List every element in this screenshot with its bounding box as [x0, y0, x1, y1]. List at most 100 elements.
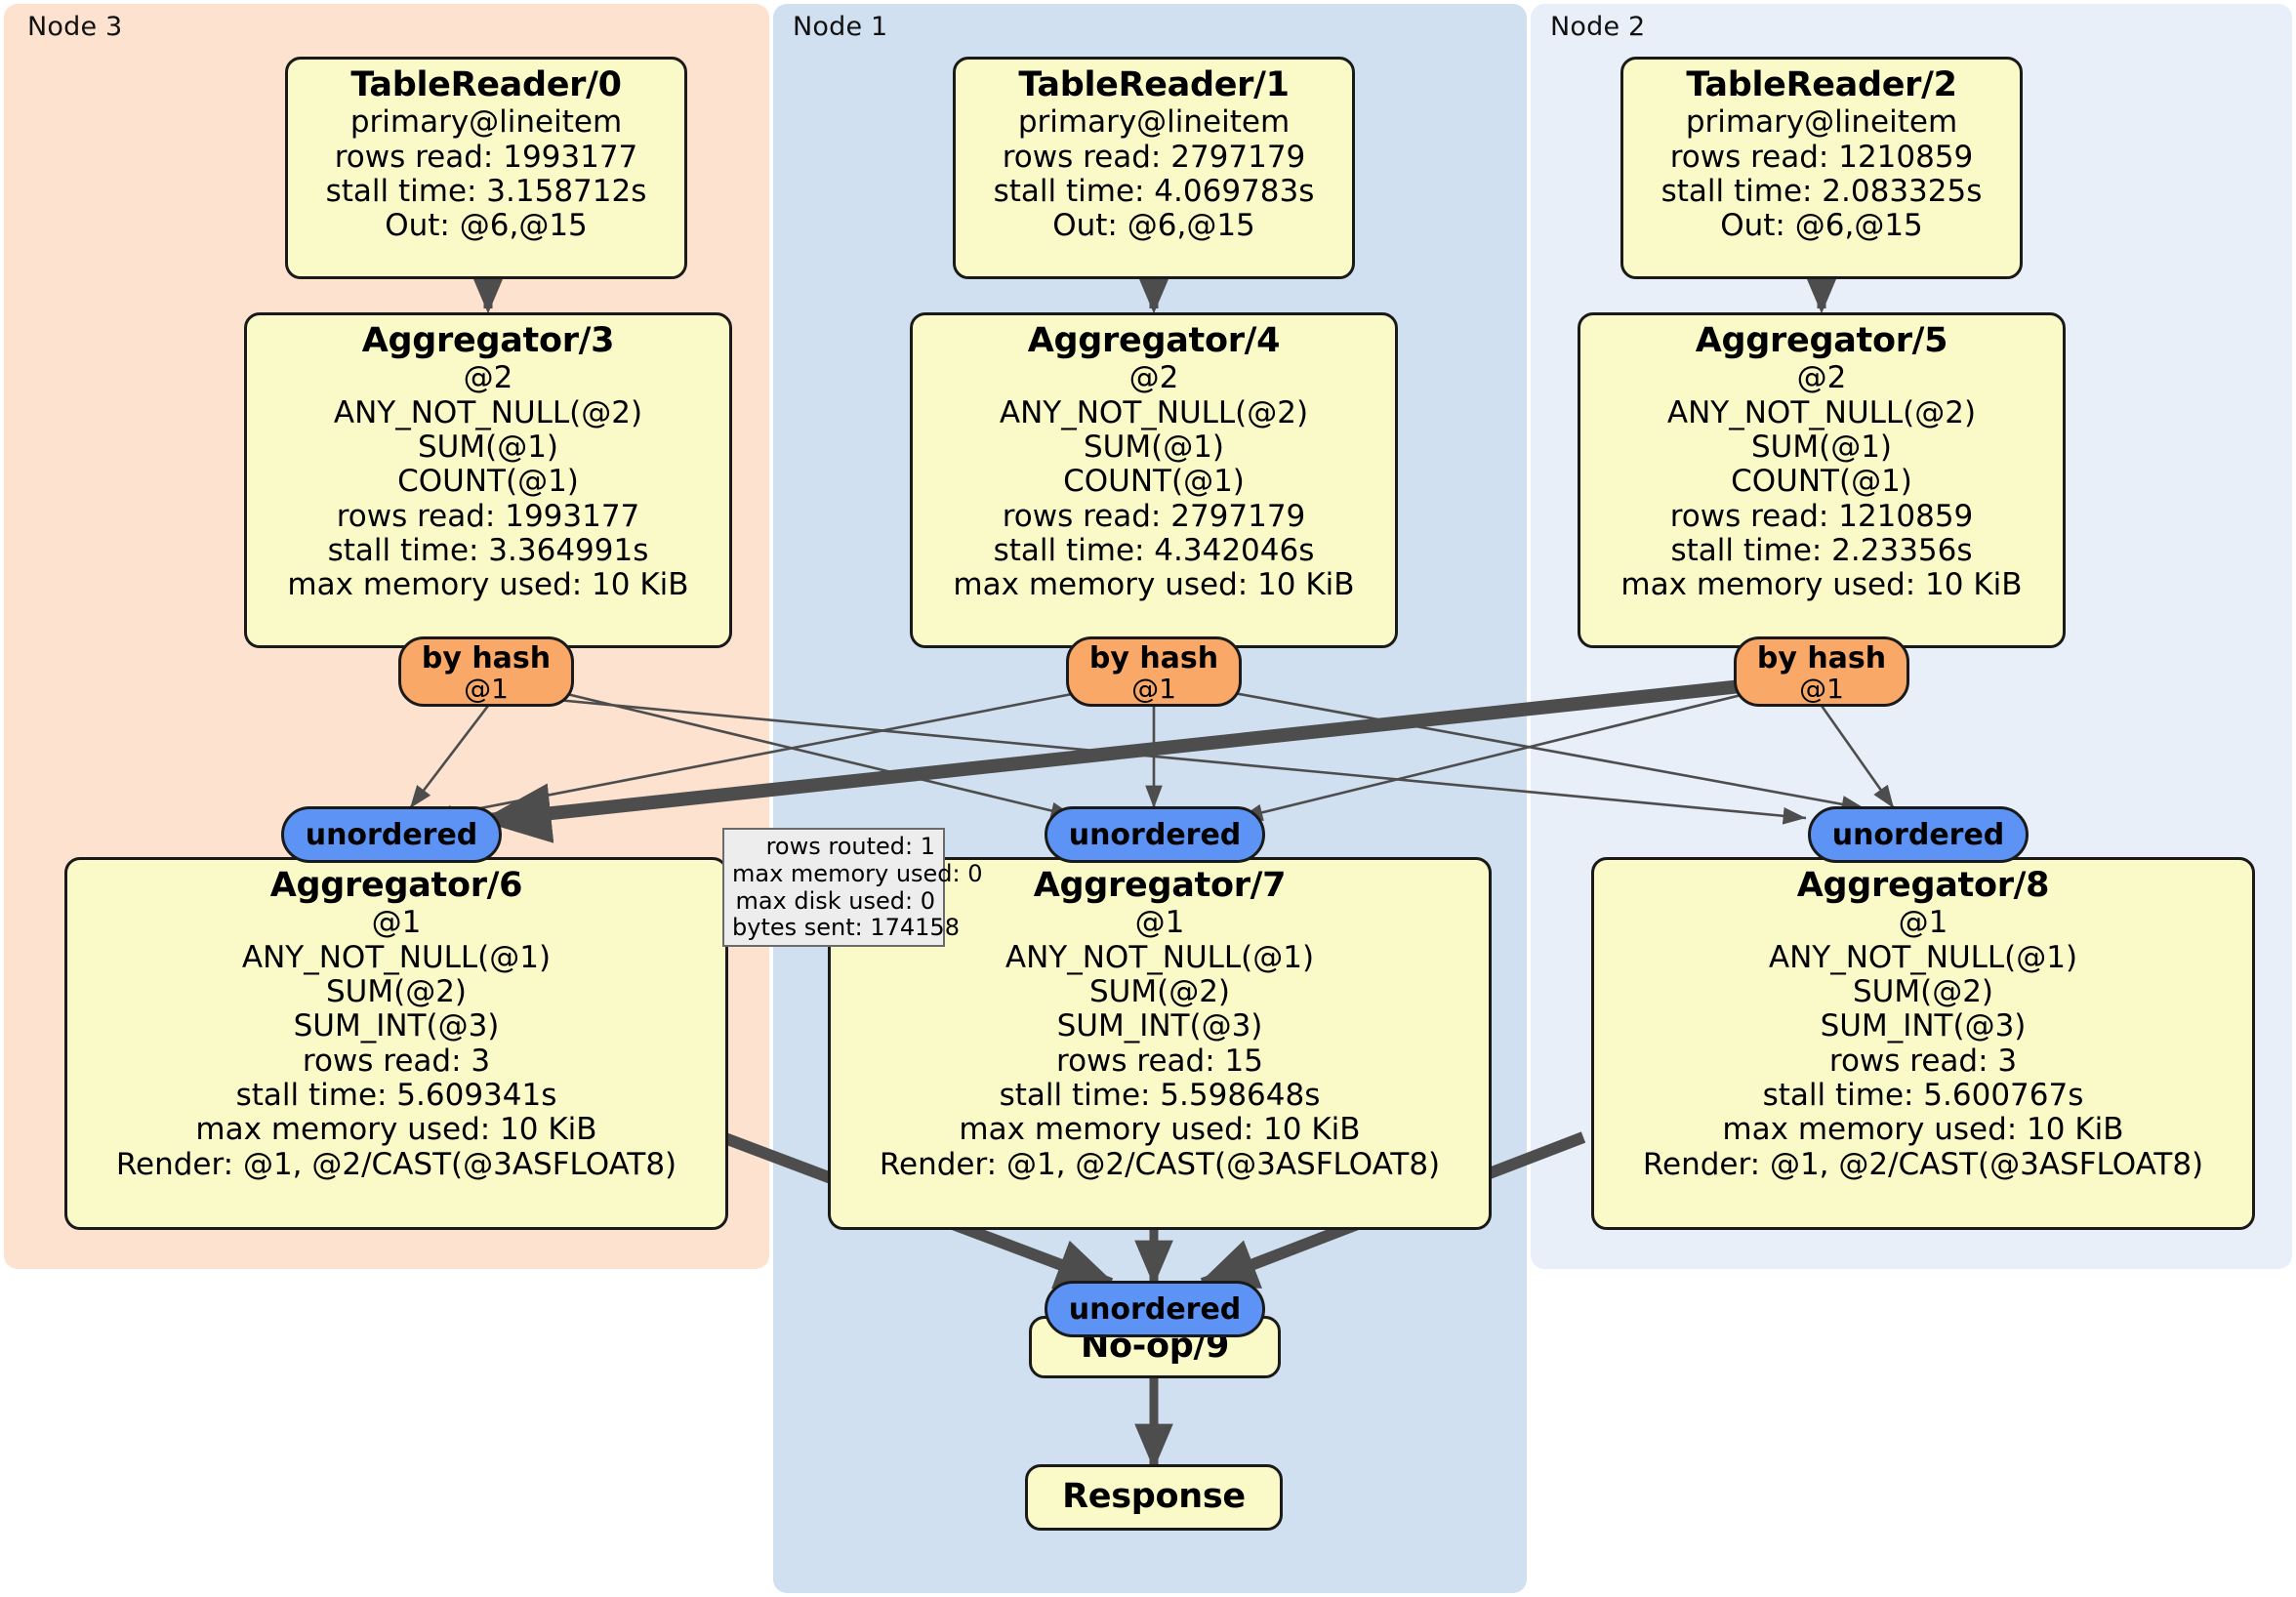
processor-line: SUM(@1) [417, 429, 559, 465]
edge-hash3-recv3 [408, 705, 490, 809]
receiver-label: unordered [1068, 817, 1242, 852]
processor-line: max memory used: 10 KiB [1620, 567, 2023, 603]
processor-line: @2 [1128, 360, 1179, 396]
processor-aggregator-7[interactable]: Aggregator/7 @1 ANY_NOT_NULL(@1) SUM(@2)… [828, 857, 1492, 1230]
receiver-unordered-node2[interactable]: unordered [1808, 806, 2029, 863]
processor-line: max memory used: 10 KiB [1722, 1112, 2124, 1148]
router-subtitle: @1 [464, 673, 509, 705]
processor-title: Response [1062, 1477, 1246, 1517]
processor-line: Render: @1, @2/CAST(@3ASFLOAT8) [879, 1146, 1441, 1182]
processor-line: stall time: 2.23356s [1670, 532, 1973, 568]
processor-line: max memory used: 10 KiB [953, 567, 1355, 603]
processor-line: @2 [1796, 360, 1847, 396]
processor-response[interactable]: Response [1025, 1464, 1283, 1531]
processor-tablereader-2[interactable]: TableReader/2 primary@lineitem rows read… [1620, 57, 2023, 279]
edge-hash2-recv2 [1820, 705, 1896, 809]
processor-title: Aggregator/6 [269, 866, 523, 905]
processor-title: Aggregator/5 [1695, 321, 1948, 360]
processor-line: SUM(@1) [1750, 429, 1893, 465]
processor-line: Out: @6,@15 [385, 208, 588, 244]
processor-line: SUM_INT(@3) [1820, 1008, 2027, 1044]
processor-title: TableReader/2 [1686, 65, 1957, 104]
receiver-unordered-node1[interactable]: unordered [1045, 806, 1265, 863]
stats-line: max disk used: 0 [735, 886, 935, 915]
router-by-hash-node1[interactable]: by hash @1 [1066, 636, 1242, 707]
processor-line: ANY_NOT_NULL(@2) [1666, 394, 1977, 430]
edge-hash2-recv3-thick [479, 676, 1770, 843]
processor-aggregator-6[interactable]: Aggregator/6 @1 ANY_NOT_NULL(@1) SUM(@2)… [64, 857, 728, 1230]
processor-aggregator-3[interactable]: Aggregator/3 @2 ANY_NOT_NULL(@2) SUM(@1)… [244, 312, 732, 648]
processor-line: primary@lineitem [349, 104, 623, 141]
edge-hash1-recv2 [1211, 687, 1866, 813]
processor-line: rows read: 1210859 [1669, 139, 1974, 175]
receiver-unordered-final[interactable]: unordered [1045, 1281, 1265, 1337]
edge-hash3-recv1 [546, 687, 1075, 820]
router-title: by hash [421, 641, 552, 676]
router-by-hash-node2[interactable]: by hash @1 [1734, 636, 1909, 707]
router-title: by hash [1088, 641, 1219, 676]
processor-line: max memory used: 10 KiB [959, 1112, 1361, 1148]
processor-line: SUM(@2) [1852, 973, 1994, 1009]
processor-line: Render: @1, @2/CAST(@3ASFLOAT8) [1642, 1146, 2204, 1182]
processor-line: rows read: 1993177 [334, 139, 638, 175]
node-panel-label-node3: Node 3 [27, 12, 123, 42]
receiver-unordered-node3[interactable]: unordered [281, 806, 502, 863]
processor-line: COUNT(@1) [1063, 464, 1245, 500]
processor-line: stall time: 5.600767s [1762, 1077, 2084, 1113]
processor-title: TableReader/1 [1018, 65, 1290, 104]
processor-line: stall time: 3.158712s [325, 173, 647, 209]
processor-line: stall time: 4.069783s [993, 173, 1315, 209]
processor-line: rows read: 3 [302, 1043, 491, 1079]
processor-line: rows read: 1210859 [1669, 498, 1974, 534]
processor-line: max memory used: 10 KiB [287, 567, 689, 603]
processor-line: ANY_NOT_NULL(@2) [999, 394, 1309, 430]
stats-line: bytes sent: 174158 [732, 914, 960, 942]
processor-line: stall time: 2.083325s [1660, 173, 1983, 209]
processor-line: @1 [371, 905, 422, 941]
processor-aggregator-4[interactable]: Aggregator/4 @2 ANY_NOT_NULL(@2) SUM(@1)… [910, 312, 1398, 648]
router-title: by hash [1756, 641, 1887, 676]
processor-line: COUNT(@1) [397, 464, 579, 500]
processor-line: ANY_NOT_NULL(@1) [1768, 939, 2078, 975]
processor-title: Aggregator/7 [1033, 866, 1287, 905]
router-by-hash-node3[interactable]: by hash @1 [398, 636, 574, 707]
processor-line: @2 [463, 360, 513, 396]
router-stats-tooltip: rows routed: 1 max memory used: 0 max di… [722, 828, 983, 947]
processor-title: Aggregator/4 [1027, 321, 1281, 360]
processor-line: SUM(@1) [1083, 429, 1225, 465]
processor-line: stall time: 4.342046s [993, 532, 1315, 568]
edge-hash3-recv2 [546, 697, 1807, 825]
processor-tablereader-0[interactable]: TableReader/0 primary@lineitem rows read… [285, 57, 687, 279]
processor-line: rows read: 15 [1056, 1043, 1263, 1079]
processor-aggregator-8[interactable]: Aggregator/8 @1 ANY_NOT_NULL(@1) SUM(@2)… [1591, 857, 2255, 1230]
stats-line: rows routed: 1 [765, 833, 935, 860]
edge-hash2-recv1 [1239, 687, 1766, 822]
processor-line: SUM_INT(@3) [293, 1008, 500, 1044]
processor-line: Out: @6,@15 [1720, 208, 1923, 244]
processor-line: Out: @6,@15 [1052, 208, 1255, 244]
processor-line: rows read: 3 [1828, 1043, 2018, 1079]
processor-title: Aggregator/3 [361, 321, 615, 360]
receiver-label: unordered [1068, 1291, 1242, 1327]
router-subtitle: @1 [1799, 673, 1844, 705]
receiver-label: unordered [305, 817, 478, 852]
processor-title: TableReader/0 [350, 65, 622, 104]
processor-title: Aggregator/8 [1796, 866, 2050, 905]
node-panel-label-node1: Node 1 [793, 12, 888, 42]
processor-line: rows read: 2797179 [1002, 498, 1306, 534]
processor-line: SUM(@2) [325, 973, 468, 1009]
processor-tablereader-1[interactable]: TableReader/1 primary@lineitem rows read… [953, 57, 1355, 279]
processor-line: stall time: 3.364991s [327, 532, 649, 568]
processor-line: primary@lineitem [1685, 104, 1958, 141]
processor-line: Render: @1, @2/CAST(@3ASFLOAT8) [115, 1146, 677, 1182]
processor-line: stall time: 5.609341s [235, 1077, 557, 1113]
processor-line: rows read: 2797179 [1002, 139, 1306, 175]
processor-line: ANY_NOT_NULL(@1) [241, 939, 552, 975]
processor-line: COUNT(@1) [1731, 464, 1912, 500]
receiver-label: unordered [1831, 817, 2005, 852]
processor-aggregator-5[interactable]: Aggregator/5 @2 ANY_NOT_NULL(@2) SUM(@1)… [1578, 312, 2066, 648]
processor-line: rows read: 1993177 [336, 498, 640, 534]
processor-line: max memory used: 10 KiB [195, 1112, 597, 1148]
router-subtitle: @1 [1131, 673, 1176, 705]
processor-line: SUM_INT(@3) [1056, 1008, 1263, 1044]
